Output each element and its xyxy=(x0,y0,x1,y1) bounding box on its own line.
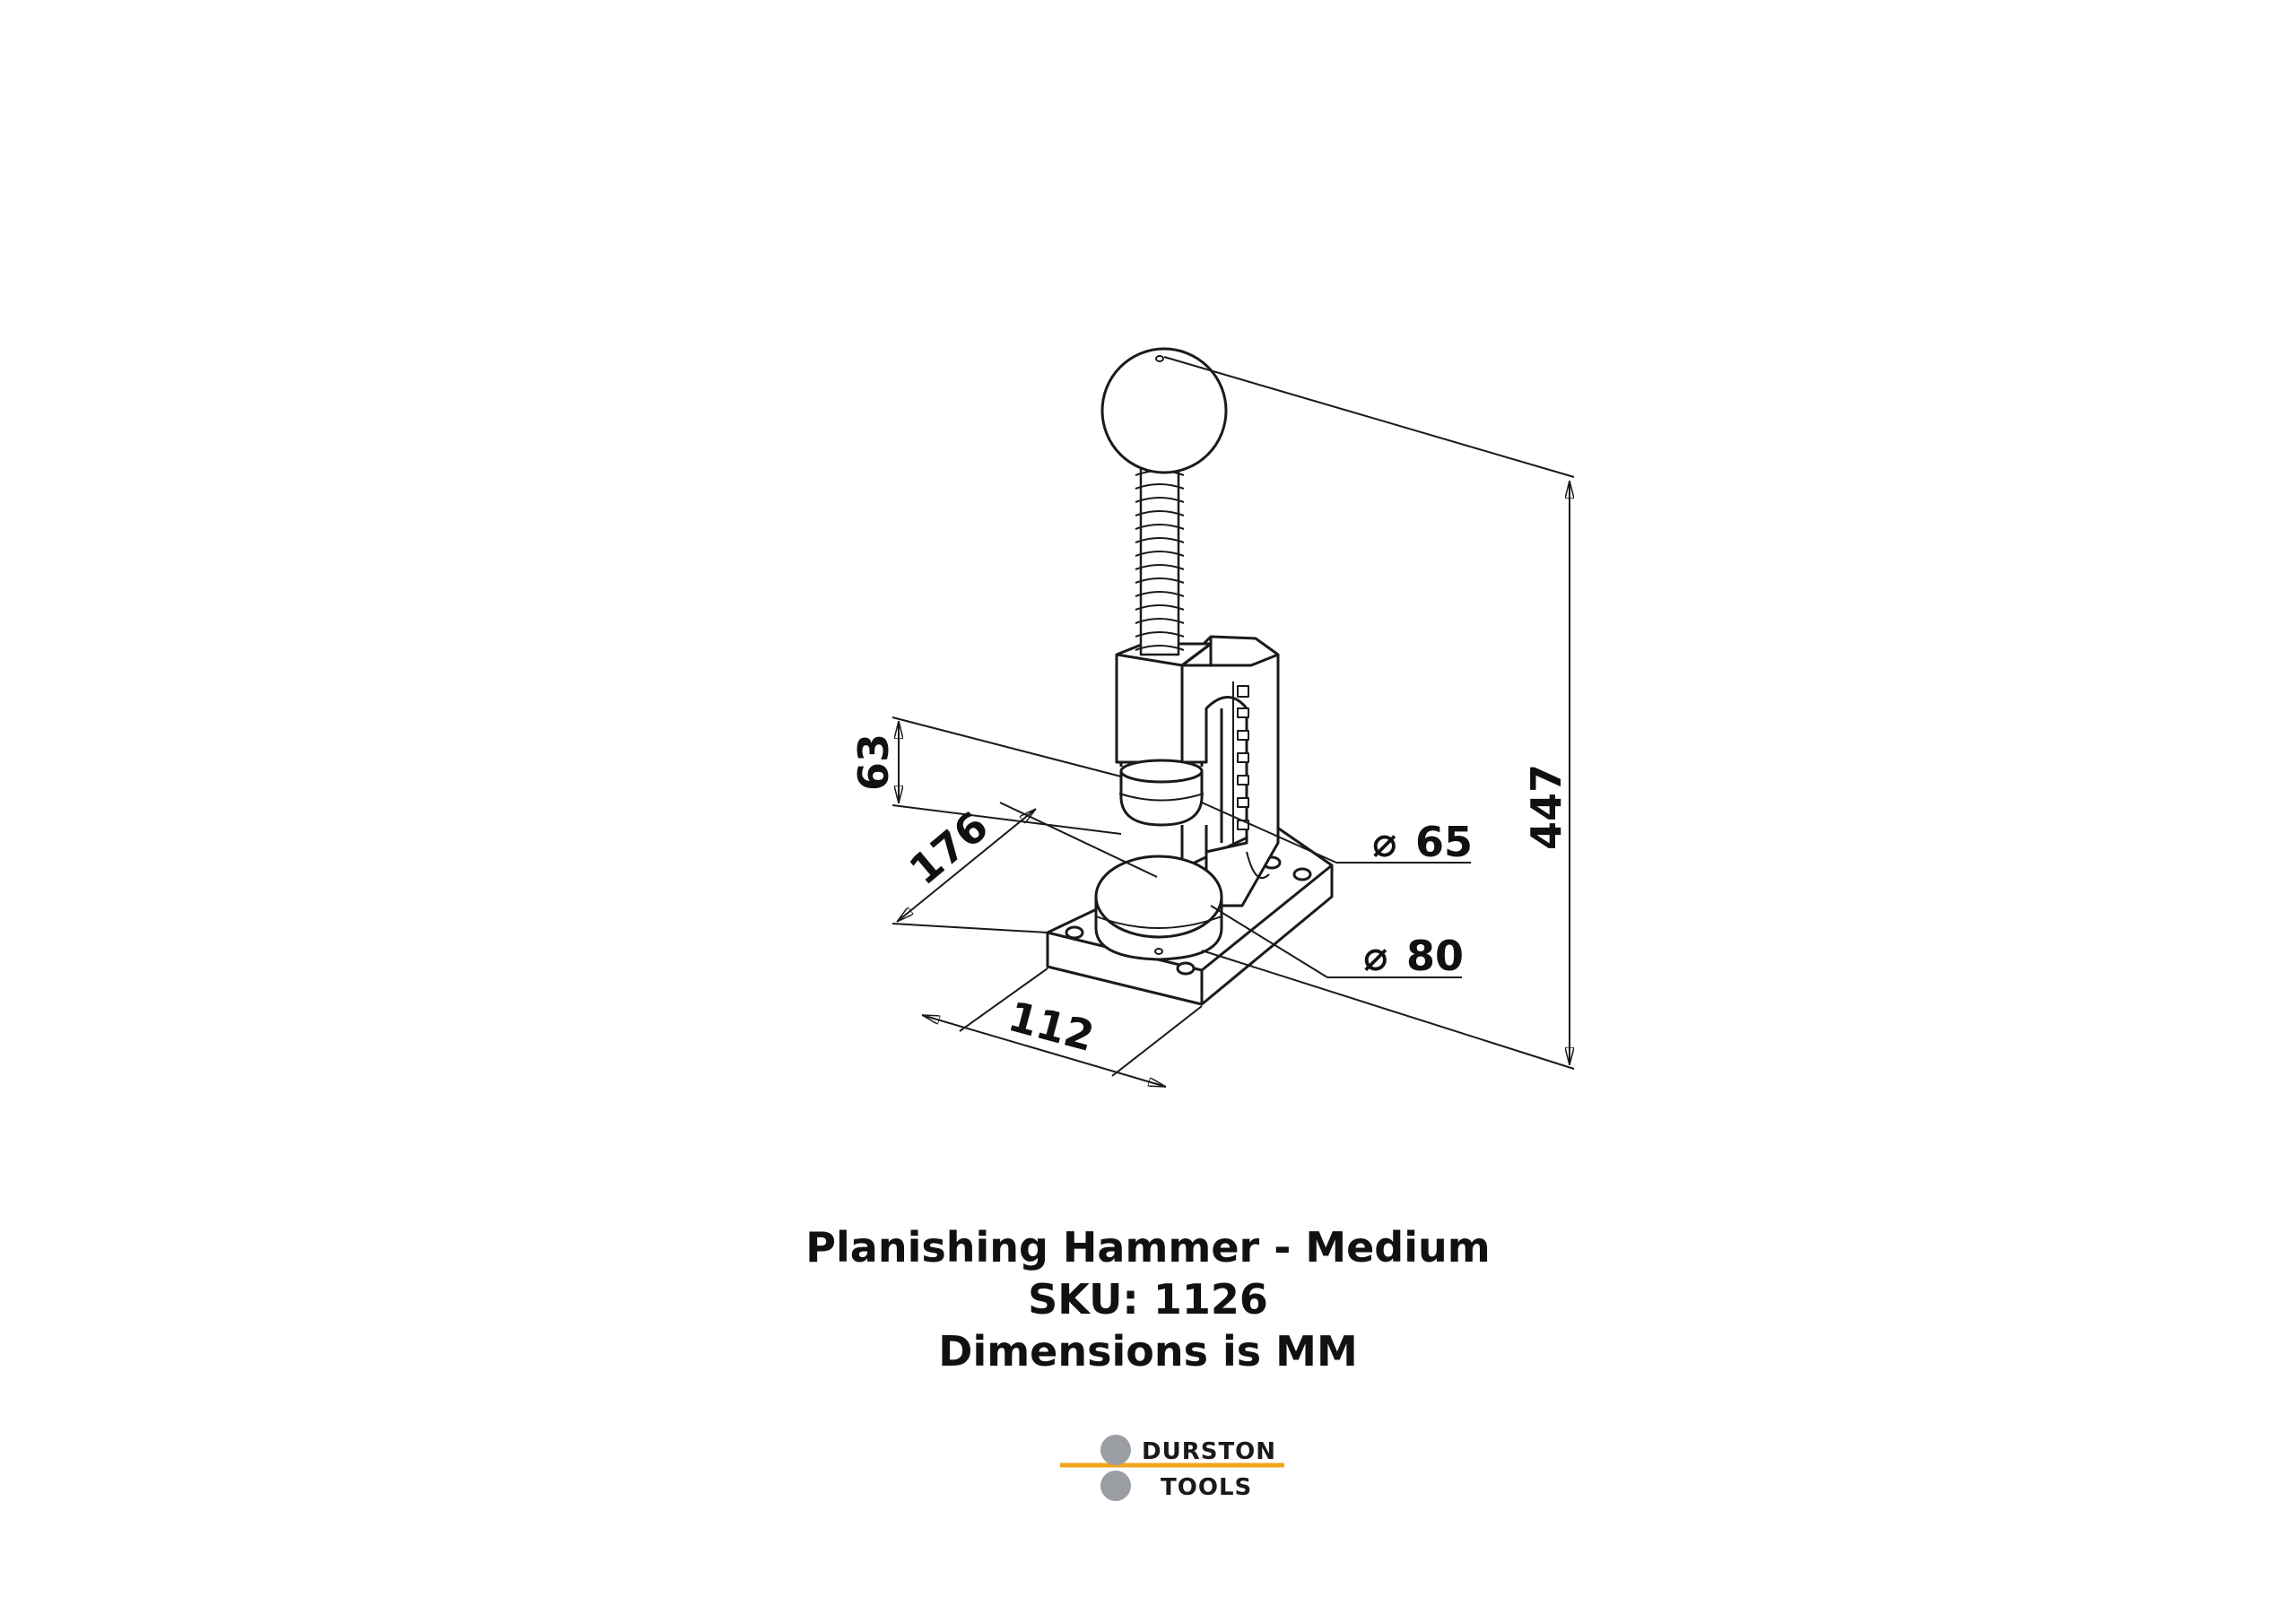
label-upper-die-diameter: 65 xyxy=(1415,818,1473,866)
dimension-lower-die-diameter xyxy=(1210,905,1462,978)
upper-die xyxy=(1118,759,1205,827)
c-frame xyxy=(1180,635,1280,907)
label-upper-die-height: 63 xyxy=(849,733,898,791)
diameter-symbol-80: ⌀ xyxy=(1363,932,1388,980)
dimension-base-length xyxy=(891,802,1158,933)
diameter-symbol-65: ⌀ xyxy=(1372,818,1397,866)
logo-text-durston: DURSTON xyxy=(1142,1438,1276,1465)
dimension-total-height xyxy=(1163,356,1575,1070)
dimension-base-width xyxy=(922,968,1203,1088)
die-column xyxy=(1180,825,1208,861)
units-note: Dimensions is MM xyxy=(938,1327,1358,1376)
dimension-upper-die-height xyxy=(891,716,1122,835)
product-sku: SKU: 1126 xyxy=(1028,1275,1268,1324)
planishing-hammer-illustration xyxy=(1046,347,1334,1006)
label-base-width: 112 xyxy=(1004,992,1100,1061)
logo-circle-top xyxy=(1100,1435,1131,1465)
ball-handle xyxy=(1100,347,1228,474)
label-lower-die-diameter: 80 xyxy=(1406,932,1464,980)
logo-text-tools: TOOLS xyxy=(1161,1474,1252,1501)
lower-die xyxy=(1094,855,1223,961)
logo-circle-bottom xyxy=(1100,1471,1131,1501)
threaded-screw xyxy=(1135,451,1185,656)
dimension-upper-die-diameter xyxy=(1201,802,1471,864)
dimension-lines xyxy=(891,356,1575,1088)
product-title: Planishing Hammer - Medium xyxy=(805,1223,1491,1271)
label-total-height: 447 xyxy=(1522,764,1570,850)
durston-tools-logo: DURSTON TOOLS xyxy=(1060,1435,1284,1501)
